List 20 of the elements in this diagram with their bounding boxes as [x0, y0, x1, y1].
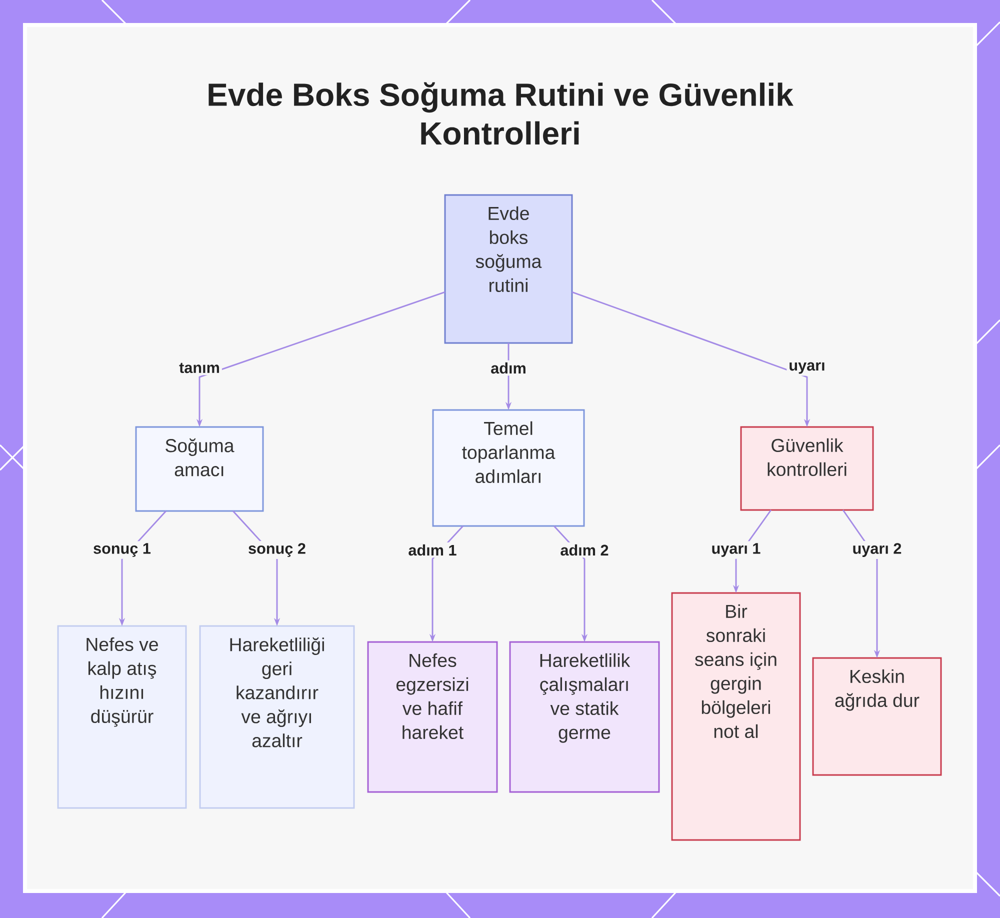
process-box: Nefes egzersizi ve hafif hareket	[367, 641, 498, 793]
edge-label: adım 2	[558, 542, 611, 558]
edge-label: uyarı	[786, 360, 828, 376]
process-box: Güvenlik kontrolleri	[740, 426, 874, 511]
process-box: Hareketliliği geri kazandırır ve ağrıyı azaltır	[199, 625, 355, 809]
edge-label: adım	[488, 360, 528, 376]
process-box: Bir sonraki seans için gergin bölgeleri not al	[671, 592, 801, 841]
process-box: Nefes ve kalp atış hızını düşürür	[57, 625, 187, 809]
edge-label: uyarı 2	[850, 541, 904, 559]
edge-label: sonuç 1	[91, 541, 153, 559]
process-box: Hareketlilik çalışmaları ve statik germe	[509, 641, 660, 793]
process-box: Temel toparlanma adımları	[432, 409, 585, 527]
title: Evde Boks Soğuma Rutini ve Güvenlik Kontrolleri	[208, 82, 794, 145]
process-box: Evde boks soğuma rutini	[444, 194, 573, 344]
edge-label: sonuç 2	[246, 541, 308, 559]
process-box: Soğuma amacı	[135, 426, 264, 512]
process-box: Keskin ağrıda dur	[812, 657, 942, 776]
edge-label: tanım	[177, 360, 222, 376]
edge-label: uyarı 1	[709, 541, 763, 559]
edge-label: adım 1	[406, 542, 459, 558]
